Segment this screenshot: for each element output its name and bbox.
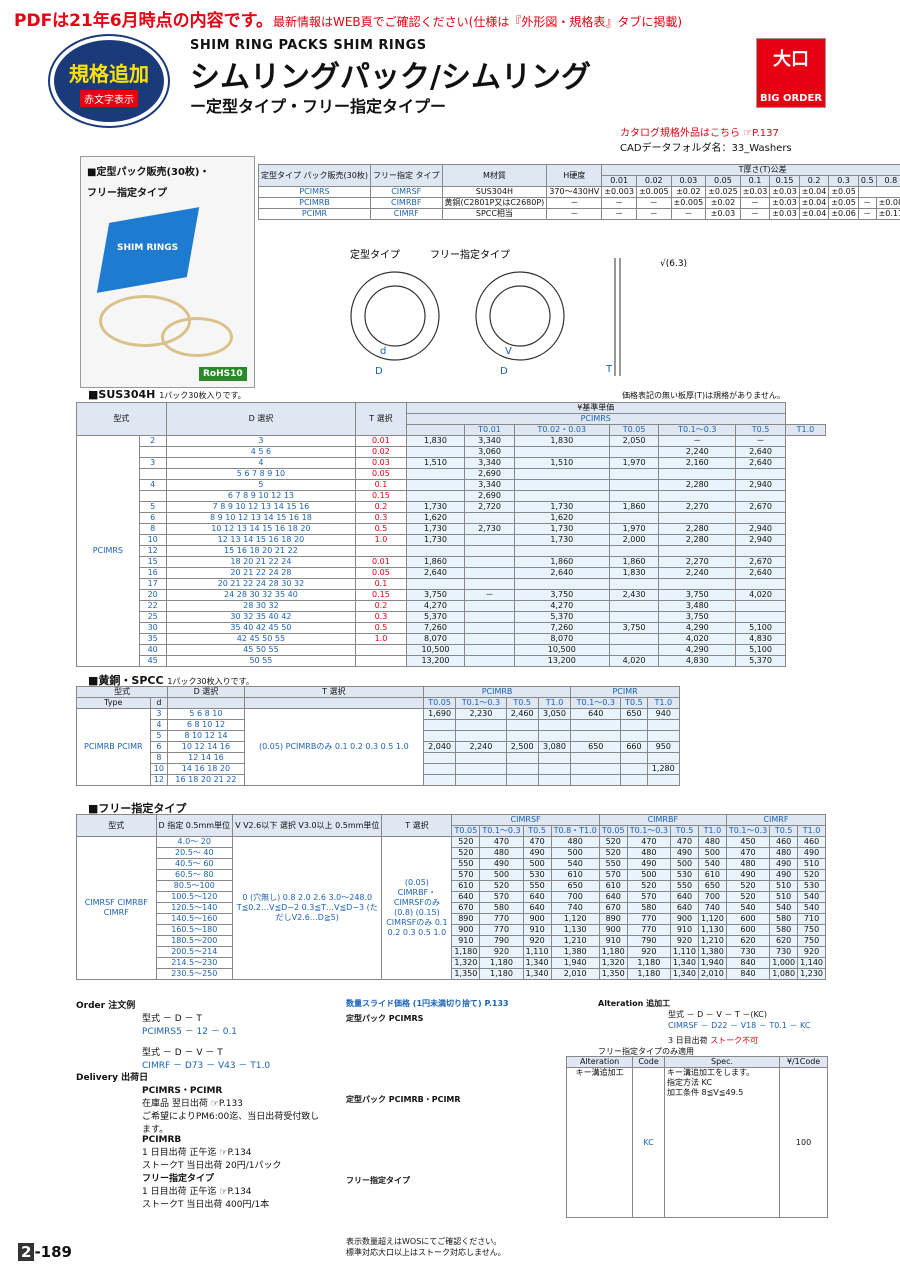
volume-pricing: 数量スライド価格 (1円未満切り捨て) P.133 定型パック PCIMRS 定… [346, 999, 509, 1257]
sus-section-title: ■SUS304H 1パック30枚入りです。 [88, 388, 246, 401]
catalog-link[interactable]: カタログ規格外品はこちら ☞P.137 [620, 128, 779, 139]
svg-text:D: D [500, 366, 508, 377]
svg-text:√(6.3): √(6.3) [660, 258, 687, 269]
delivery-info: Delivery 出荷日 PCIMRS・PCIMR 在庫品 翌日出荷 ☞P.13… [76, 1073, 320, 1210]
svg-text:T: T [605, 364, 613, 375]
product-photo: ■定型パック販売(30枚)・ フリー指定タイプ SHIM RINGS RoHS1… [80, 156, 255, 388]
page-number: 2-189 [18, 1243, 72, 1261]
svg-text:フリー指定タイプ: フリー指定タイプ [430, 248, 510, 261]
free-section-title: ■フリー指定タイプ [88, 802, 187, 815]
order-example: Order 注文例 型式 － D － T PCIMRS5 － 12 － 0.1 … [76, 1001, 271, 1071]
svg-text:D: D [375, 366, 383, 377]
big-order-badge: 大口 BIG ORDER [756, 38, 826, 108]
pdf-notice: PDFは21年6月時点の内容です。最新情報はWEB頁でご確認ください(仕様は『外… [14, 11, 683, 31]
svg-text:d: d [380, 346, 386, 357]
alteration-info: Alteration 追加工 型式 － D － V － T －(KC) CIMR… [598, 999, 811, 1056]
svg-text:V: V [505, 346, 512, 357]
cad-folder: CADデータフォルダ名：33_Washers [620, 143, 792, 154]
subtitle: ー定型タイプ・フリー指定タイプー [190, 97, 447, 116]
title-en: SHIM RING PACKS SHIM RINGS [190, 38, 427, 53]
title-jp: シムリングパック/シムリング [190, 60, 591, 95]
ring-drawing: 定型タイプ フリー指定タイプ d D V D T √(6.3) [350, 248, 687, 377]
spec-added-badge: 規格追加 赤文字表示 [50, 36, 168, 126]
brass-section-title: ■黄銅・SPCC 1パック30枚入りです。 [88, 674, 254, 687]
svg-text:定型タイプ: 定型タイプ [350, 248, 400, 261]
rohs-badge: RoHS10 [199, 367, 247, 381]
